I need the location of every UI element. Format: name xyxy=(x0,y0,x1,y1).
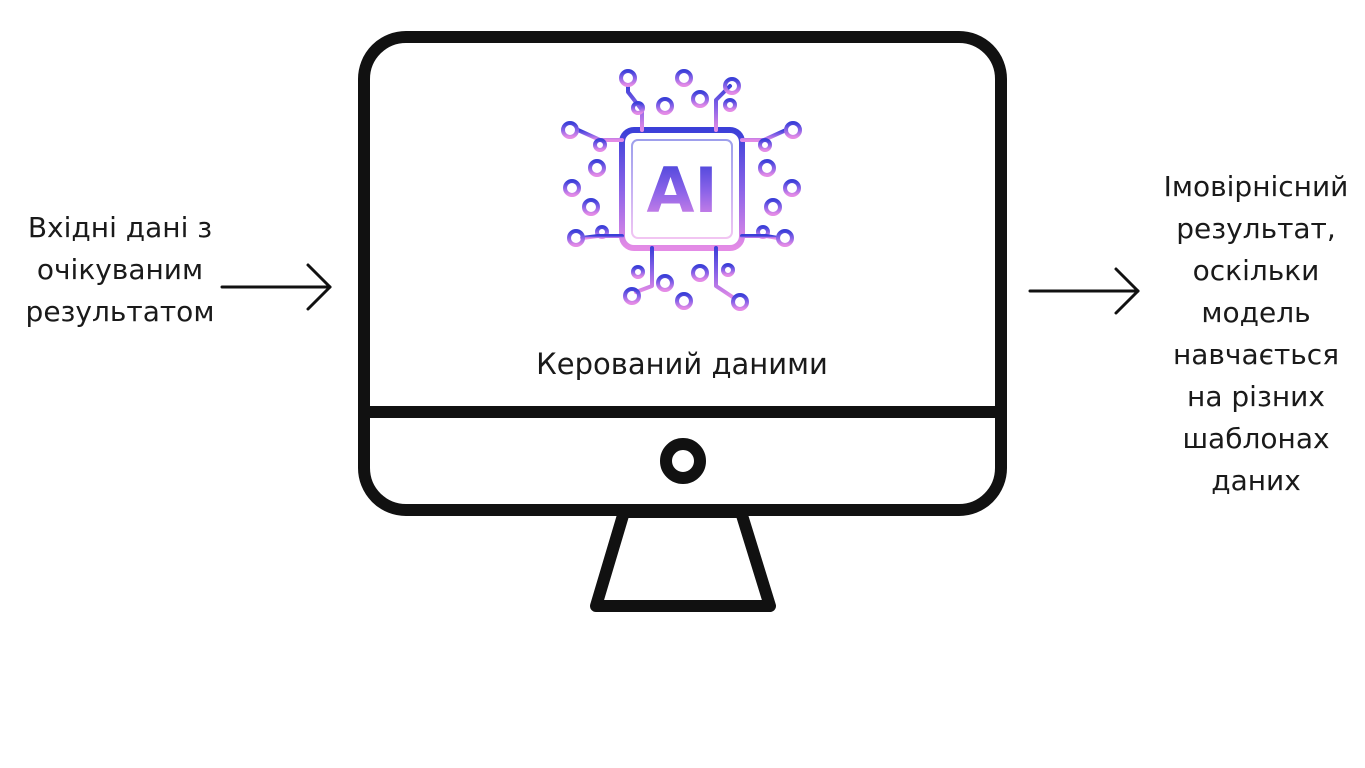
monitor-caption: Керований даними xyxy=(536,347,828,381)
arrow-right-icon xyxy=(220,263,332,311)
desktop-monitor-icon xyxy=(358,31,1007,612)
arrow-right-icon xyxy=(1028,267,1140,315)
output-description: Імовірнісний результат, оскільки модель … xyxy=(1163,170,1349,497)
power-button-icon xyxy=(660,438,706,484)
chip-label: AI xyxy=(646,154,717,227)
ai-chip-icon xyxy=(561,69,802,311)
input-description: Вхідні дані з очікуваним результатом xyxy=(25,211,215,328)
